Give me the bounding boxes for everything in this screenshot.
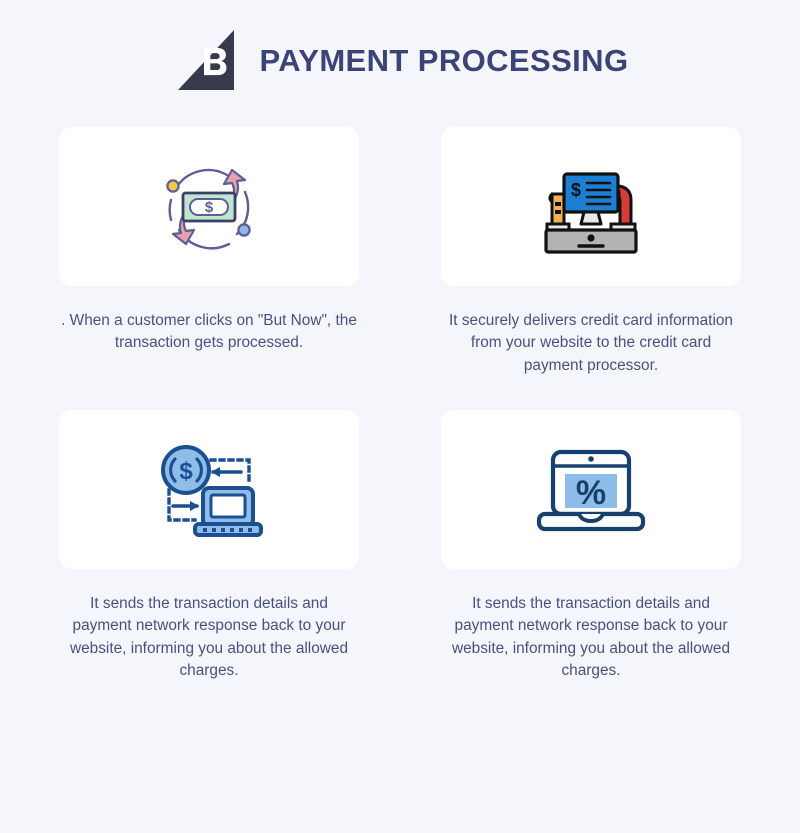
coin-laptop-exchange-icon: $: [161, 445, 263, 538]
card-sends-details-left[interactable]: $: [59, 409, 359, 569]
header: PAYMENT PROCESSING: [0, 0, 800, 90]
card-transaction-processed[interactable]: $: [59, 127, 359, 286]
card-caption: . When a customer clicks on "But Now", t…: [61, 312, 357, 352]
card-caption: It securely delivers credit card informa…: [449, 312, 733, 374]
cash-register-terminal-icon: $: [544, 171, 638, 254]
card-cell-sends-details-left: $: [59, 409, 359, 682]
bigcommerce-b-triangle-logo-icon: [172, 27, 238, 93]
svg-text:$: $: [205, 199, 214, 216]
card-sends-details-right[interactable]: %: [441, 409, 741, 569]
laptop-percent-icon: %: [536, 450, 646, 532]
card-cell-transaction-processed: $ . When a customer clicks on "But Now",…: [59, 127, 359, 377]
cards-grid-row-2: $: [0, 409, 800, 682]
money-circular-arrows-icon: $: [166, 168, 251, 249]
card-caption: It sends the transaction details and pay…: [451, 594, 731, 679]
svg-text:$: $: [179, 458, 193, 485]
svg-text:$: $: [571, 180, 581, 200]
card-secure-delivery[interactable]: $: [441, 127, 741, 286]
svg-text:%: %: [576, 474, 606, 512]
card-cell-sends-details-right: % It sends the transaction details and p…: [441, 409, 741, 682]
cards-grid-row-1: $ . When a customer clicks on "But Now",…: [0, 127, 800, 377]
card-cell-secure-delivery: $ It securely delivers credit card in: [441, 127, 741, 377]
card-caption: It sends the transaction details and pay…: [69, 594, 349, 679]
page-title: PAYMENT PROCESSING: [259, 42, 629, 78]
